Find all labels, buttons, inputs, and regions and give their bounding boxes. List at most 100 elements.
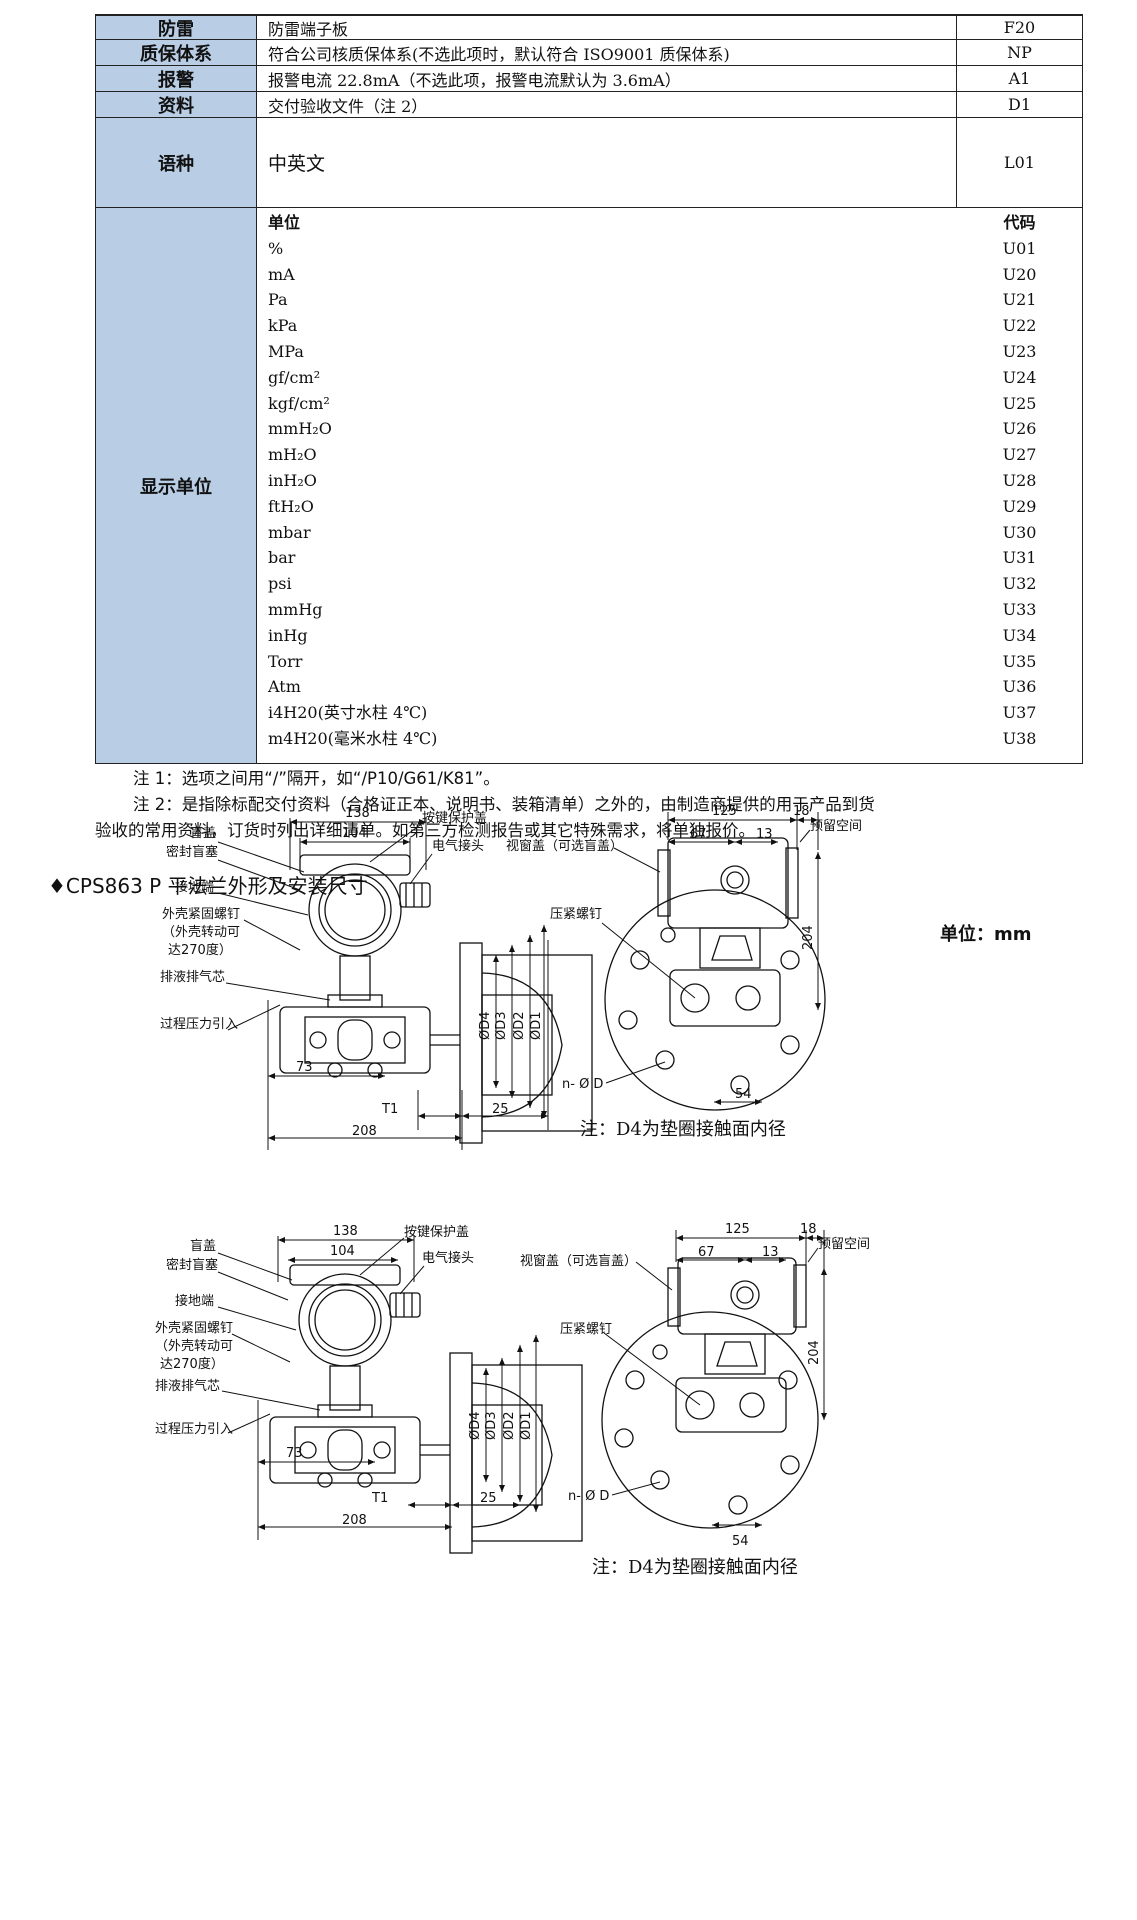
code-item: U01 [1002,238,1037,258]
svg-text:ØD4: ØD4 [468,1411,483,1440]
front-view-2 [601,1257,819,1529]
svg-text:电气接头: 电气接头 [432,838,484,854]
svg-text:n- Ø D: n- Ø D [562,1077,603,1092]
code-item: U23 [1002,341,1037,361]
svg-text:排液排气芯: 排液排气芯 [155,1378,220,1394]
code-item: U21 [1002,290,1037,310]
dimension-lines-1 [217,818,549,1150]
row-desc: 防雷端子板 [268,19,349,39]
code-item: U27 [1002,445,1037,465]
code-item: U26 [1002,419,1037,439]
svg-text:125: 125 [725,1222,750,1237]
row-code: L01 [956,118,1082,207]
svg-text:预留空间: 预留空间 [810,819,862,834]
row-desc: 中英文 [268,153,326,175]
row-code: A1 [956,66,1082,91]
svg-text:ØD4: ØD4 [478,1011,493,1040]
unit-item: inHg [268,625,308,645]
svg-text:压紧螺钉: 压紧螺钉 [560,1322,612,1337]
code-item: U31 [1002,548,1037,568]
row-desc: 报警电流 22.8mA（不选此项，报警电流默认为 3.6mA） [268,70,681,90]
unit-item: Torr [268,651,303,671]
svg-text:ØD3: ØD3 [484,1411,499,1440]
svg-text:ØD1: ØD1 [519,1411,534,1440]
svg-text:208: 208 [342,1513,367,1528]
svg-text:视窗盖（可选盲盖）: 视窗盖（可选盲盖） [506,838,623,854]
row-desc: 符合公司核质保体系(不选此项时，默认符合 ISO9001 质保体系) [268,44,730,64]
row-desc: 交付验收文件（注 2） [268,96,428,116]
row-label: 语种 [96,118,257,207]
svg-text:盲盖: 盲盖 [190,1238,216,1254]
svg-text:预留空间: 预留空间 [818,1237,870,1252]
row-label: 防雷 [96,16,257,40]
svg-text:204: 204 [807,1340,822,1365]
svg-text:接地端: 接地端 [175,1293,214,1309]
row-label: 报警 [96,66,257,91]
svg-text:压紧螺钉: 压紧螺钉 [550,907,602,922]
svg-text:密封盲塞: 密封盲塞 [166,844,218,860]
note-1: 注 1：选项之间用“/”隔开，如“/P10/G61/K81”。 [133,769,500,788]
svg-text:104: 104 [342,826,367,841]
code-item: U22 [1002,316,1037,336]
unit-item: mA [268,264,295,284]
unit-header: 单位 [268,213,301,232]
row-code: F20 [956,16,1082,39]
code-header: 代码 [1003,213,1036,232]
unit-item: mmHg [268,599,323,619]
svg-text:138: 138 [345,806,370,821]
code-item: U34 [1002,625,1037,645]
unit-label: 单位：mm [940,924,1032,945]
unit-item: ftH₂O [268,496,314,516]
svg-text:注：D4为垫圈接触面内径: 注：D4为垫圈接触面内径 [592,1557,798,1578]
unit-item: MPa [268,341,304,361]
svg-text:138: 138 [333,1224,358,1239]
dimension-lines-2 [217,1236,539,1540]
section-title: ♦CPS863 P 平法兰外形及安装尺寸 [48,874,368,898]
unit-item: % [268,238,284,258]
note-2-line-2: 验收的常用资料，订货时列出详细清单。如第三方检测报告或其它特殊需求，将单独报价。 [95,821,755,840]
svg-text:ØD3: ØD3 [494,1011,509,1040]
svg-text:25: 25 [492,1102,509,1117]
svg-text:（外壳转动可: （外壳转动可 [155,1339,233,1354]
svg-text:按键保护盖: 按键保护盖 [404,1225,469,1240]
svg-text:ØD1: ØD1 [529,1011,544,1040]
code-item: U29 [1002,496,1037,516]
unit-item: mbar [268,522,311,542]
code-item: U24 [1002,367,1037,387]
svg-text:73: 73 [286,1446,303,1461]
unit-item: gf/cm² [268,367,321,387]
svg-text:T1: T1 [371,1491,388,1506]
code-item: U38 [1002,728,1037,748]
row-label: 显示单位 [96,208,257,763]
notes: 注 1：选项之间用“/”隔开，如“/P10/G61/K81”。 注 2：是指除标… [95,766,1085,844]
svg-text:18: 18 [800,1222,817,1237]
spec-table: 防雷 防雷端子板 F20 质保体系 符合公司核质保体系(不选此项时，默认符合 I… [95,14,1085,764]
svg-text:125: 125 [712,804,737,819]
table-row: 报警 报警电流 22.8mA（不选此项，报警电流默认为 3.6mA） A1 [95,66,1083,92]
svg-text:ØD2: ØD2 [512,1011,527,1040]
code-item: U30 [1002,522,1037,542]
svg-text:过程压力引入: 过程压力引入 [160,1017,238,1032]
svg-text:204: 204 [801,925,816,950]
svg-text:密封盲塞: 密封盲塞 [166,1257,218,1273]
svg-text:73: 73 [296,1060,313,1075]
front-dims-2 [603,1230,827,1528]
code-item: U32 [1002,574,1037,594]
svg-text:67: 67 [698,1245,715,1260]
svg-text:（外壳转动可: （外壳转动可 [162,925,240,940]
unit-item: i4H20(英寸水柱 4℃) [268,703,428,723]
unit-item: m4H20(毫米水柱 4℃) [268,728,438,748]
svg-text:过程压力引入: 过程压力引入 [155,1422,233,1437]
svg-text:接地端: 接地端 [175,879,214,895]
svg-text:盲盖: 盲盖 [190,825,216,841]
code-item: U20 [1002,264,1037,284]
row-code: NP [956,40,1082,65]
code-item: U33 [1002,599,1037,619]
dimension-text-2: 138 104 73 208 T1 25 ØD4 ØD3 ØD2 ØD1 盲盖 … [155,1224,534,1528]
svg-text:视窗盖（可选盲盖）: 视窗盖（可选盲盖） [520,1253,637,1269]
svg-text:电气接头: 电气接头 [422,1250,474,1266]
